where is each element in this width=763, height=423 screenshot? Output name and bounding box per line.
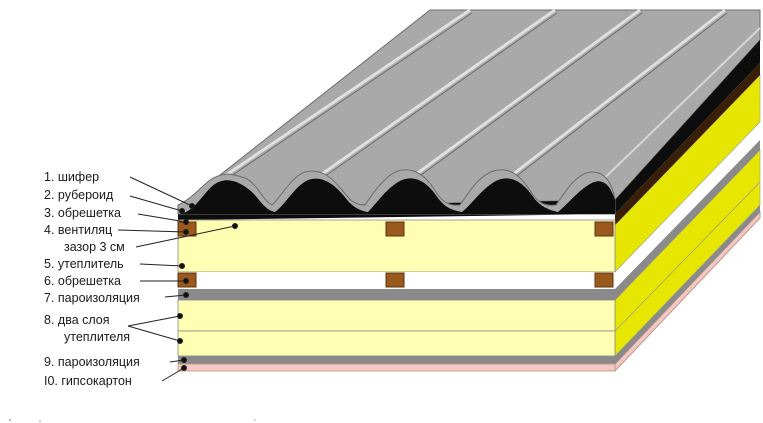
drywall-front [177, 363, 616, 372]
felt-side [615, 63, 760, 225]
vapor-barrier-1-front [178, 289, 615, 300]
wave-hollows [180, 178, 615, 214]
layer-side-faces [614, 63, 761, 373]
battens-row-1 [177, 221, 614, 237]
label-battens-2: 6. обрешетка [44, 274, 121, 288]
insulation-upper-front [177, 299, 616, 332]
label-insulation: 5. утеплитель [44, 257, 124, 271]
label-roofing-felt: 2. рубероид [44, 188, 114, 202]
label-vent-gap-line1: 4. вентиляц [44, 223, 112, 237]
label-vapor-barrier-2: 9. пароизоляция [44, 355, 140, 369]
insulation-lower-front [177, 330, 616, 357]
label-drywall: I0. гипсокартон [44, 374, 132, 388]
slate-roof-top [176, 8, 761, 209]
vapor-barrier-2-front [178, 356, 615, 364]
slate-surface [176, 9, 761, 209]
vapor-barrier-2-side [615, 205, 760, 364]
bottom-dots [9, 419, 256, 422]
vapor-barrier-1-side [615, 140, 760, 300]
label-two-layers-line2: утеплителя [64, 330, 130, 344]
label-battens-1: 3. обрешетка [44, 206, 121, 220]
label-vent-gap-line2: зазор 3 см [64, 240, 125, 254]
label-slate: 1. шифер [44, 170, 99, 184]
label-vapor-barrier-1: 7. пароизоляция [44, 291, 140, 305]
leader-lines [117, 176, 238, 382]
label-two-layers-line1: 8. два слоя [44, 313, 110, 327]
layer-labels: 1. шифер 2. рубероид 3. обрешетка 4. вен… [44, 170, 140, 388]
